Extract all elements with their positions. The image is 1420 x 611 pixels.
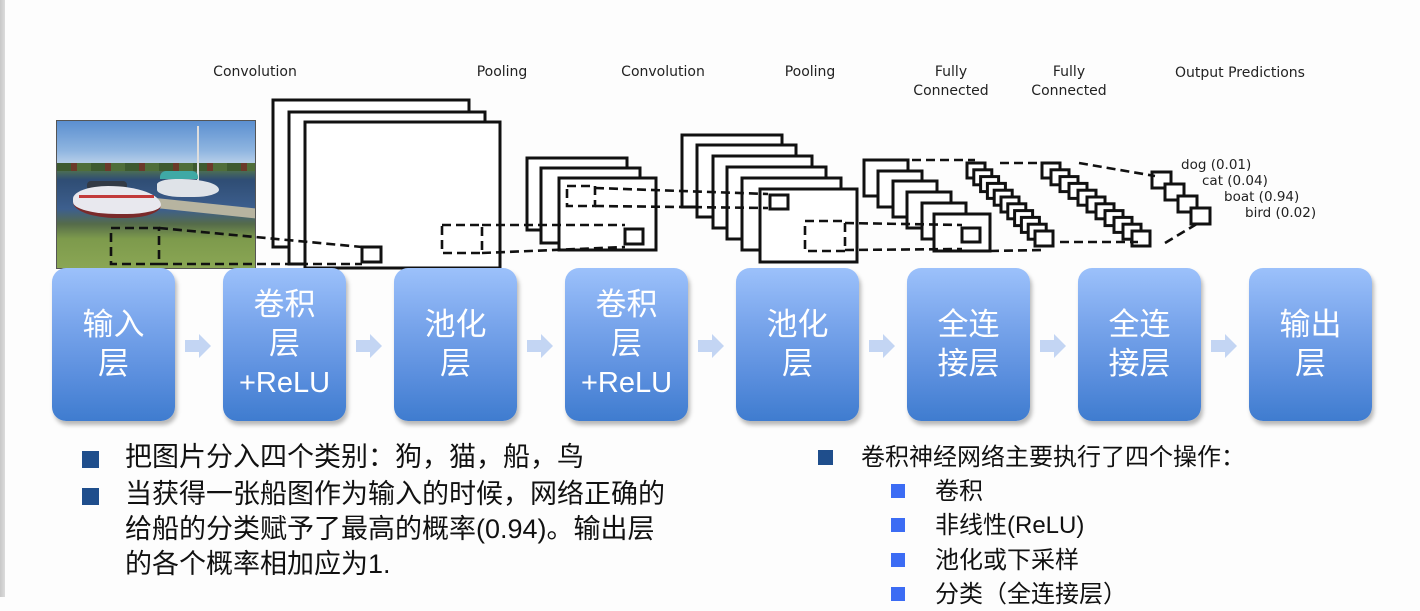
right-arrow-icon xyxy=(1211,334,1237,358)
layer-box: 卷积层 +ReLU xyxy=(223,268,346,421)
square-bullet-icon xyxy=(818,450,833,465)
square-sub-bullet-icon xyxy=(891,518,905,532)
stage-label-fully-connected-1: Fully Connected xyxy=(913,64,989,99)
receptive-field-box xyxy=(440,223,484,255)
layer-box-text: 接层 xyxy=(1108,345,1171,382)
layer-box-text: +ReLU xyxy=(238,367,331,399)
layer-box-text: 输入 xyxy=(82,306,145,343)
neuron xyxy=(1130,229,1152,248)
layer-box-text: 层 xyxy=(269,326,300,362)
layer-box-text: 全连 xyxy=(1108,306,1171,343)
stage-label-fully-connected-2: Fully Connected xyxy=(1031,64,1107,99)
layer-box-text: 卷积 xyxy=(253,287,316,323)
bullet-item: 卷积神经网络主要执行了四个操作： xyxy=(818,440,1418,474)
square-bullet-icon xyxy=(82,488,99,505)
sub-bullet-item: 卷积 xyxy=(818,474,1418,508)
square-sub-bullet-icon xyxy=(891,553,905,567)
conv-filter-output-cell xyxy=(360,245,383,264)
probability-sum-value: 1. xyxy=(368,549,391,579)
output-neurons xyxy=(1150,170,1212,226)
sub-bullet-item: 池化或下采样 xyxy=(818,543,1418,577)
window-left-edge xyxy=(0,0,5,597)
operation-pooling: 池化或下采样 xyxy=(935,546,1079,574)
stage-label-output-predictions: Output Predictions xyxy=(1175,65,1305,81)
neuron xyxy=(1033,229,1055,248)
layer-box-text: 接层 xyxy=(937,345,1000,382)
bullet-text: 的各个概率相加应为 xyxy=(125,549,368,580)
bullet-list-left: 把图片分入四个类别：狗，猫，船，鸟 当获得一张船图作为输入的时候，网络正确的 给… xyxy=(82,440,782,584)
bullet-text: 。输出层 xyxy=(546,514,655,545)
prediction-dog: dog (0.01) xyxy=(1181,157,1252,173)
stage-label-convolution-1: Convolution xyxy=(213,64,297,80)
conv-filter-output-cell xyxy=(623,227,645,246)
bullet-item: 当获得一张船图作为输入的时候，网络正确的 给船的分类赋予了最高的概率(0.94)… xyxy=(82,477,782,582)
bullet-text: 给船的分类赋予了最高的概率 xyxy=(125,514,476,545)
right-arrow-icon xyxy=(698,334,724,358)
stage-label-pooling-1: Pooling xyxy=(476,64,528,80)
receptive-field-box xyxy=(109,226,161,266)
bullet-text: 把图片分入四个类别：狗，猫，船，鸟 xyxy=(125,442,584,473)
bullet-text: 当获得一张船图作为输入的时候，网络正确的 xyxy=(125,479,665,510)
layer-box: 输入层 xyxy=(52,268,175,421)
layer-box: 输出层 xyxy=(1249,268,1372,421)
operation-classification: 分类（全连接层） xyxy=(935,580,1127,608)
right-arrow-icon xyxy=(356,334,382,358)
bullet-list-right: 卷积神经网络主要执行了四个操作： 卷积 非线性(ReLU) 池化或下采样 分类（… xyxy=(818,440,1418,611)
cnn-architecture-drawing xyxy=(109,98,1212,270)
stage-label-pooling-2: Pooling xyxy=(784,64,836,80)
stage-label-convolution-2: Convolution xyxy=(621,64,705,80)
prediction-cat: cat (0.04) xyxy=(1202,173,1268,189)
layer-box-text: +ReLU xyxy=(580,367,673,399)
layer-box-text: 卷积 xyxy=(595,287,658,323)
layer-box-text: 层 xyxy=(98,345,129,382)
layer-box: 全连接层 xyxy=(1078,268,1201,421)
input-boat-image xyxy=(56,120,256,269)
square-sub-bullet-icon xyxy=(891,484,905,498)
conv1-feature-maps xyxy=(271,98,502,270)
layer-box-text: 层 xyxy=(1295,345,1326,382)
prediction-boat: boat (0.94) xyxy=(1224,189,1300,205)
layer-box-text: 全连 xyxy=(937,306,1000,343)
operation-relu: (ReLU) xyxy=(1007,512,1085,539)
layer-box-text: 池化 xyxy=(424,306,487,343)
layer-box: 池化层 xyxy=(394,268,517,421)
prediction-bird: bird (0.02) xyxy=(1245,205,1317,221)
conv-filter-output-cell xyxy=(960,226,982,244)
layer-box-text: 层 xyxy=(440,345,471,382)
bullet-heading: 卷积神经网络主要执行了四个操作： xyxy=(861,443,1245,471)
operation-convolution: 卷积 xyxy=(935,477,983,505)
feature-map xyxy=(303,120,502,270)
layer-box-text: 层 xyxy=(611,326,642,362)
operation-nonlinearity: 非线性 xyxy=(935,511,1007,539)
layer-box: 卷积层 +ReLU xyxy=(565,268,688,421)
right-arrow-icon xyxy=(527,334,553,358)
neuron xyxy=(1189,206,1212,226)
layer-box-text: 输出 xyxy=(1279,306,1342,343)
layer-box-text: 池化 xyxy=(766,306,829,343)
right-arrow-icon xyxy=(1040,334,1066,358)
boat-probability-value: (0.94) xyxy=(476,514,547,544)
bullet-item: 把图片分入四个类别：狗，猫，船，鸟 xyxy=(82,440,782,475)
conv-filter-output-cell xyxy=(768,193,790,211)
right-arrow-icon xyxy=(869,334,895,358)
layer-box: 池化层 xyxy=(736,268,859,421)
fc2-neurons xyxy=(1040,161,1152,248)
right-arrow-icon xyxy=(185,334,211,358)
sub-bullet-item: 分类（全连接层） xyxy=(818,577,1418,611)
receptive-field-lines xyxy=(109,158,1201,266)
square-sub-bullet-icon xyxy=(891,587,905,601)
fc1-neurons xyxy=(965,161,1055,248)
layer-box-text: 层 xyxy=(782,345,813,382)
layer-box: 全连接层 xyxy=(907,268,1030,421)
square-bullet-icon xyxy=(82,451,99,468)
sub-bullet-item: 非线性(ReLU) xyxy=(818,508,1418,543)
